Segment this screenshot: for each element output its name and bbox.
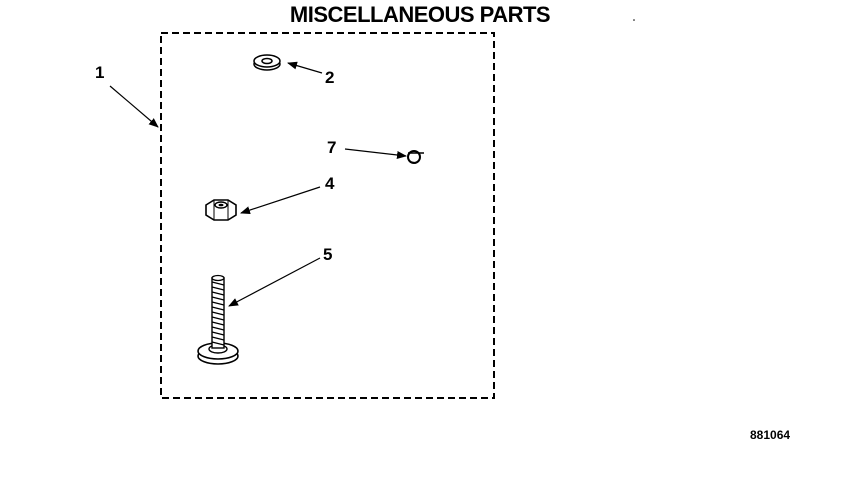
leader-line-7: [344, 148, 407, 159]
leader-line-1: [109, 85, 159, 128]
callout-2: 2: [325, 68, 335, 87]
leader-line-5: [228, 257, 321, 307]
kit-boundary: [160, 32, 495, 399]
callout-5: 5: [323, 245, 333, 264]
hex-nut-icon: [205, 199, 237, 221]
bolt-icon: [197, 274, 239, 365]
page-title: MISCELLANEOUS PARTS: [289, 2, 551, 27]
stray-dot: [633, 19, 635, 21]
callout-1: 1: [95, 63, 105, 82]
washer-icon: [253, 54, 281, 71]
diagram-code: 881064: [750, 428, 791, 442]
clip-icon: [407, 150, 424, 164]
leader-line-2: [287, 61, 323, 74]
leader-line-4: [240, 186, 321, 214]
callout-4: 4: [325, 174, 335, 193]
callout-7: 7: [327, 138, 337, 157]
